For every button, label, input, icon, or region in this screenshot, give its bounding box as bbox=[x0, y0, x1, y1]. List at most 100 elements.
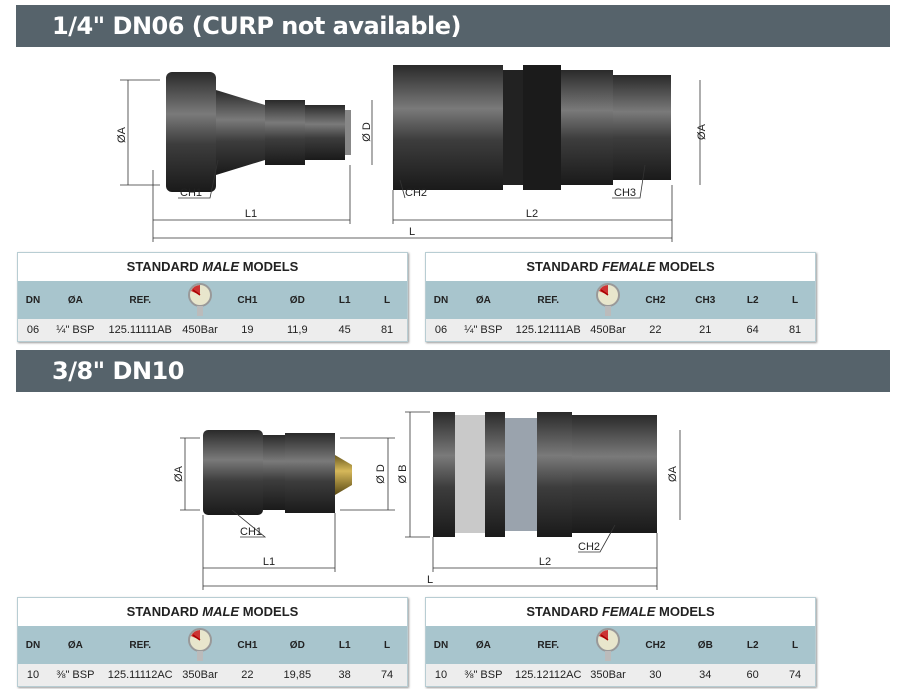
table-cell: 22 bbox=[649, 324, 662, 336]
table-cell: 81 bbox=[380, 324, 394, 336]
title-prefix: STANDARD bbox=[526, 259, 602, 274]
column-header: CH1 bbox=[237, 294, 258, 306]
column-header: L2 bbox=[746, 639, 759, 651]
column-header: ØA bbox=[475, 294, 491, 306]
column-header: L1 bbox=[338, 639, 351, 651]
section-title-dn10: 3/8" DN10 bbox=[16, 350, 890, 392]
table-cell: 125.12112AC bbox=[514, 669, 582, 681]
label-l2: L2 bbox=[539, 556, 551, 568]
pressure-gauge-icon bbox=[586, 283, 631, 317]
column-header: CH2 bbox=[645, 639, 666, 651]
table-title: STANDARD FEMALE MODELS bbox=[426, 598, 815, 626]
table-cell: 19,85 bbox=[283, 669, 312, 681]
title-suffix: MODELS bbox=[655, 259, 715, 274]
label-ch3: CH3 bbox=[614, 187, 636, 199]
label-ob: Ø B bbox=[397, 465, 409, 484]
table-cell: ¼" BSP bbox=[464, 324, 503, 336]
table-cell: 81 bbox=[788, 324, 802, 336]
column-header: CH3 bbox=[695, 294, 716, 306]
label-oa-right: ØA bbox=[696, 123, 708, 140]
column-header: CH2 bbox=[645, 294, 666, 306]
table-cell: ¼" BSP bbox=[56, 324, 95, 336]
column-header: ØA bbox=[475, 639, 491, 651]
table-title: STANDARD FEMALE MODELS bbox=[426, 253, 815, 281]
female-socket-dn10 bbox=[433, 412, 657, 537]
title-prefix: STANDARD bbox=[526, 604, 602, 619]
female-socket-dn06 bbox=[393, 65, 671, 190]
label-l2: L2 bbox=[526, 208, 538, 220]
table-cell: 125.11112AC bbox=[107, 669, 173, 681]
pressure-gauge-icon bbox=[178, 283, 223, 317]
label-ch1: CH1 bbox=[180, 187, 202, 199]
male-plug-dn06 bbox=[166, 72, 351, 192]
table-cell: 22 bbox=[241, 669, 254, 681]
title-suffix: MODELS bbox=[239, 259, 299, 274]
label-od: Ø D bbox=[375, 464, 387, 484]
column-header: REF. bbox=[129, 639, 152, 651]
table-cell: 74 bbox=[380, 669, 394, 681]
dn06-male-table: STANDARD MALE MODELS DN ØA REF. CH1 ØD L1 L 06 ¼"… bbox=[17, 252, 408, 342]
column-header: L bbox=[792, 639, 799, 651]
column-header: DN bbox=[25, 294, 41, 306]
table-header-row: DN ØA REF. CH1 ØD L1 L bbox=[18, 281, 407, 319]
column-header: ØD bbox=[289, 294, 305, 306]
table-cell: ⅜" BSP bbox=[464, 669, 503, 681]
table-cell: 350Bar bbox=[590, 669, 626, 681]
column-header: ØD bbox=[289, 639, 305, 651]
column-header: REF. bbox=[537, 294, 560, 306]
table-cell: 45 bbox=[338, 324, 351, 336]
table-title: STANDARD MALE MODELS bbox=[18, 253, 407, 281]
title-prefix: STANDARD bbox=[126, 604, 203, 619]
table-cell: 06 bbox=[26, 324, 40, 336]
title-suffix: MODELS bbox=[239, 604, 299, 619]
column-header: L1 bbox=[338, 294, 351, 306]
label-od: Ø D bbox=[361, 122, 373, 142]
column-header: L bbox=[792, 294, 799, 306]
title-emphasis: FEMALE bbox=[601, 259, 656, 274]
title-emphasis: MALE bbox=[202, 604, 240, 619]
label-l1: L1 bbox=[245, 208, 257, 220]
table-cell: 64 bbox=[746, 324, 759, 336]
dn06-female-table: STANDARD FEMALE MODELS DN ØA REF. CH2 CH3 L2 L 0… bbox=[425, 252, 816, 342]
table-cell: 06 bbox=[434, 324, 448, 336]
label-l1: L1 bbox=[263, 556, 275, 568]
table-cell: 11,9 bbox=[287, 324, 308, 336]
dn06-coupling-drawing: ØA Ø D ØA CH1 CH2 CH3 L1 L2 L bbox=[116, 65, 708, 242]
label-oa: ØA bbox=[173, 465, 185, 482]
label-l: L bbox=[409, 226, 415, 238]
table-cell: ⅜" BSP bbox=[56, 669, 95, 681]
table-cell: 10 bbox=[26, 669, 40, 681]
label-ch1: CH1 bbox=[240, 526, 262, 538]
column-header: DN bbox=[433, 294, 449, 306]
column-header: CH1 bbox=[237, 639, 258, 651]
section-title-dn06: 1/4" DN06 (CURP not available) bbox=[16, 5, 890, 47]
column-header: L bbox=[384, 294, 391, 306]
label-oa-right: ØA bbox=[667, 465, 679, 482]
label-ch2: CH2 bbox=[405, 187, 427, 199]
male-plug-dn10 bbox=[203, 430, 352, 515]
column-header: ØA bbox=[67, 294, 83, 306]
table-cell: 30 bbox=[649, 669, 662, 681]
title-emphasis: FEMALE bbox=[601, 604, 656, 619]
pressure-gauge-icon bbox=[586, 628, 631, 662]
column-header: L2 bbox=[746, 294, 759, 306]
column-header: REF. bbox=[537, 639, 560, 651]
column-header: REF. bbox=[129, 294, 152, 306]
title-prefix: STANDARD bbox=[126, 259, 203, 274]
table-cell: 10 bbox=[434, 669, 448, 681]
table-header-row: DN ØA REF. CH2 CH3 L2 L bbox=[426, 281, 815, 319]
table-cell: 34 bbox=[699, 669, 712, 681]
table-cell: 60 bbox=[746, 669, 759, 681]
table-cell: 125.12111AB bbox=[515, 324, 581, 336]
table-cell: 125.11111AB bbox=[108, 324, 172, 336]
column-header: DN bbox=[433, 639, 449, 651]
table-cell: 350Bar bbox=[182, 669, 218, 681]
